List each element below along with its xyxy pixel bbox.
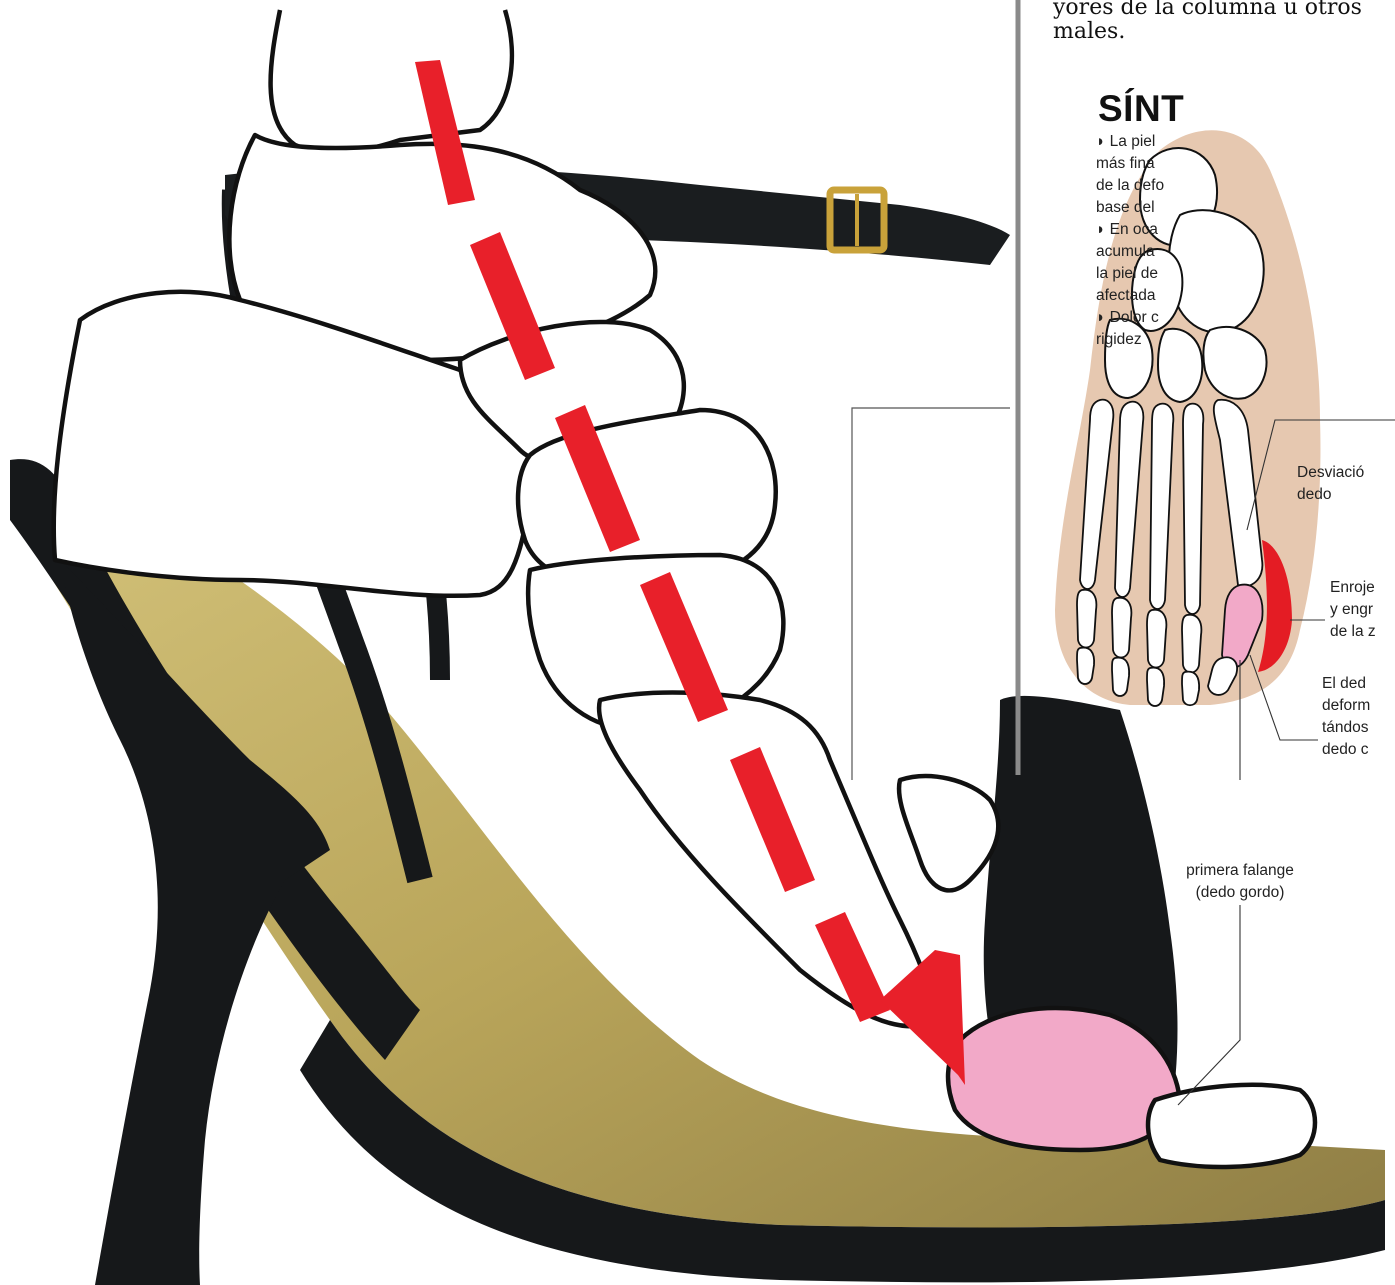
- label-line: dedo c: [1322, 739, 1370, 761]
- section-heading: SÍNT: [1098, 88, 1184, 130]
- section-divider: [852, 0, 1018, 780]
- callout-leader: [852, 408, 1010, 780]
- label-line: primera falange: [1165, 860, 1315, 882]
- phalanx-5b: [1077, 648, 1094, 684]
- bone-proximal-phalanx: [1148, 1085, 1315, 1167]
- label-line: y engr: [1330, 599, 1376, 621]
- symptom-list: ◗ La piel más fina de la defo base del ◗…: [1096, 131, 1395, 351]
- phalanx-2a: [1182, 615, 1201, 673]
- symptom-line: rigidez: [1096, 329, 1395, 351]
- label-line: Enroje: [1330, 577, 1376, 599]
- intro-paragraph: yores de la columna u otros males.: [1053, 0, 1393, 44]
- intro-line: males.: [1053, 20, 1393, 44]
- label-line: Desviació: [1297, 462, 1364, 484]
- phalanx-5a: [1077, 590, 1096, 648]
- symptom-line: ◗ En oca: [1096, 219, 1395, 241]
- label-redness: Enroje y engr de la z: [1330, 577, 1376, 643]
- bone-metatarsal: [599, 693, 940, 1027]
- label-deviation: Desviació dedo: [1297, 462, 1364, 506]
- leader-phalanx-bottom: [1178, 905, 1240, 1105]
- intro-line: yores de la columna u otros: [1053, 0, 1393, 20]
- symptom-line: más fina: [1096, 153, 1395, 175]
- phalanx-2b: [1182, 672, 1199, 706]
- phalanx-4b: [1112, 658, 1129, 696]
- symptom-line: acumula: [1096, 241, 1395, 263]
- bone-metatarsal-head: [899, 776, 998, 890]
- symptom-line: de la defo: [1096, 175, 1395, 197]
- metatarsal-2: [1183, 404, 1203, 614]
- symptom-line: base del: [1096, 197, 1395, 219]
- label-phalanx: primera falange (dedo gordo): [1165, 860, 1315, 904]
- symptom-line: la piel de: [1096, 263, 1395, 285]
- label-line: tándos: [1322, 717, 1370, 739]
- symptom-line: afectada: [1096, 285, 1395, 307]
- label-line: El ded: [1322, 673, 1370, 695]
- phalanx-3a: [1147, 610, 1166, 668]
- bone-tibia: [271, 10, 512, 153]
- phalanx-4a: [1112, 598, 1131, 658]
- label-deformed-toe: El ded deform tándos dedo c: [1322, 673, 1370, 761]
- phalanx-3b: [1147, 668, 1164, 706]
- symptom-line: ◗ Dolor c: [1096, 307, 1395, 329]
- label-line: deform: [1322, 695, 1370, 717]
- label-line: de la z: [1330, 621, 1376, 643]
- symptom-line: ◗ La piel: [1096, 131, 1395, 153]
- label-line: dedo: [1297, 484, 1364, 506]
- label-line: (dedo gordo): [1165, 882, 1315, 904]
